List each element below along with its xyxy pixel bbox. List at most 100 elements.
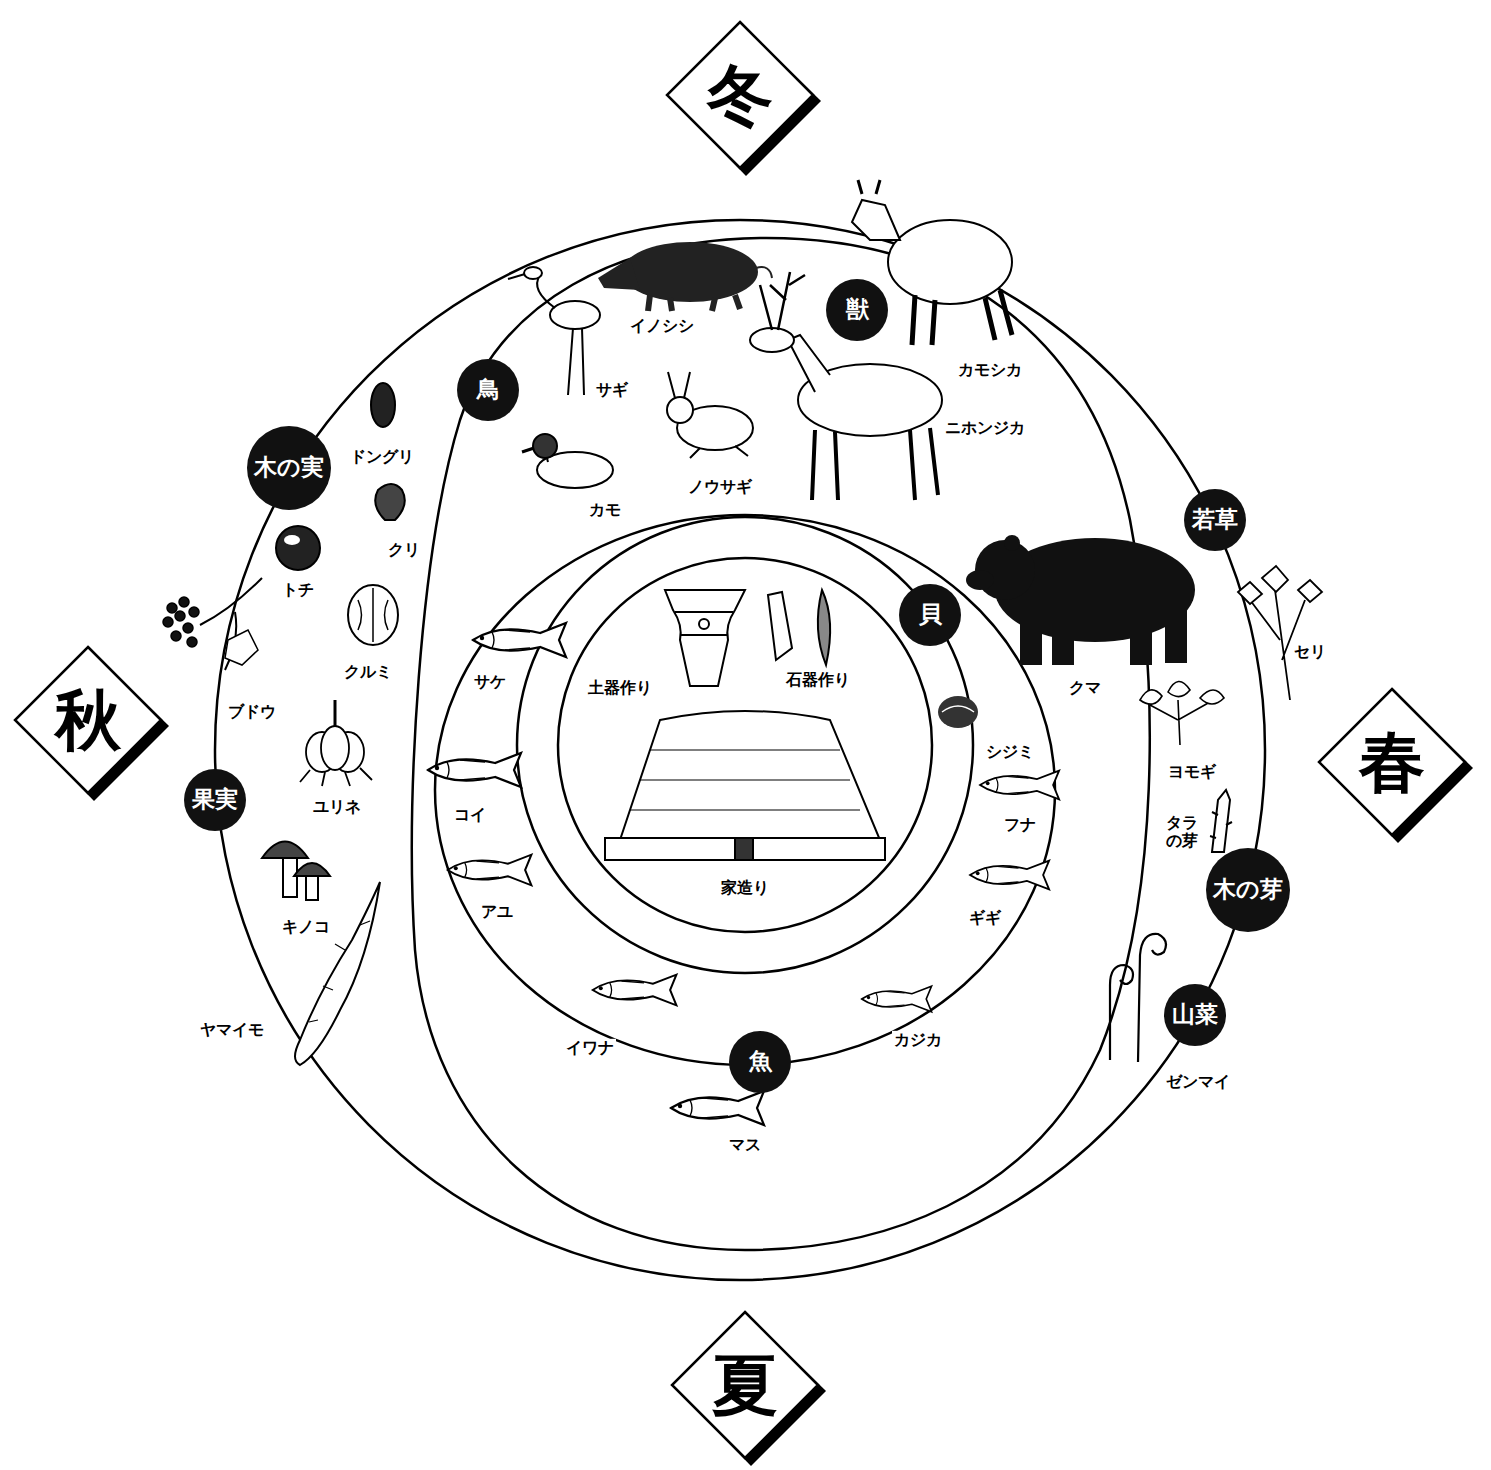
fish-figure: [980, 771, 1059, 800]
item-label: ノウサギ: [686, 478, 754, 496]
clam-figure: [942, 706, 974, 712]
grape-figure: [167, 603, 177, 613]
season-diamond: 春: [1317, 687, 1467, 837]
bear-figure: [1130, 612, 1152, 665]
item-label: カモシカ: [956, 361, 1024, 379]
dwelling-figure: [735, 838, 753, 860]
fish-figure: [671, 1091, 764, 1125]
category-label: 木の実: [254, 455, 324, 480]
serow-figure: [858, 180, 880, 194]
category-badge: 木の実: [247, 426, 331, 510]
season-ring: [517, 517, 973, 973]
nut-figure: [284, 535, 300, 545]
bear-figure: [1165, 605, 1187, 663]
nut-figure: [348, 585, 398, 645]
category-badge: 山菜: [1164, 984, 1226, 1046]
item-label: アユ: [479, 903, 515, 921]
item-label: ドングリ: [348, 448, 416, 466]
category-label: 若草: [1192, 507, 1238, 532]
item-label: ヨモギ: [1166, 763, 1218, 781]
item-label: カジカ: [892, 1031, 944, 1049]
bear-figure: [1052, 615, 1074, 665]
grape-figure: [183, 623, 193, 633]
hare-figure: [667, 372, 753, 458]
duck-figure: [533, 434, 557, 458]
grape-figure: [163, 578, 262, 670]
activity-label: 土器作り: [586, 678, 654, 699]
season-ring: [435, 515, 1055, 1065]
mushroom-figure: [262, 842, 330, 901]
lily-bulb-figure: [334, 700, 337, 728]
aralia-sprout-figure: [1210, 812, 1232, 838]
fish-figure: [428, 753, 521, 787]
diamond-outline: [672, 1312, 818, 1458]
category-badge: 若草: [1184, 489, 1246, 551]
parsley-figure: [1298, 580, 1322, 602]
boar-figure: [648, 295, 740, 311]
aralia-sprout-figure: [1212, 790, 1230, 852]
grape-figure: [179, 597, 189, 607]
heron-figure: [524, 267, 542, 279]
stone-tool-figure: [768, 592, 792, 660]
diamond-outline: [667, 22, 813, 168]
boar-figure: [598, 258, 640, 290]
boar-figure: [756, 267, 772, 278]
heron-figure: [508, 274, 584, 395]
category-label: 魚: [749, 1049, 772, 1074]
grape-figure: [187, 637, 197, 647]
item-label: カモ: [587, 501, 623, 519]
dwelling-figure: [620, 711, 880, 840]
parsley-figure: [1238, 582, 1262, 604]
grape-figure: [189, 607, 199, 617]
item-label: サケ: [472, 673, 508, 691]
serow-figure: [888, 220, 1012, 304]
season-label: 春: [1359, 729, 1425, 795]
item-label: ヤマイモ: [198, 1021, 266, 1039]
fern-figure: [1138, 934, 1166, 1062]
fish-figure: [593, 975, 677, 1006]
category-badge: 木の芽: [1206, 848, 1290, 932]
clam-figure: [938, 696, 978, 728]
grape-figure: [200, 578, 262, 670]
item-label: クリ: [386, 541, 422, 559]
category-badge: 獣: [826, 279, 888, 341]
lily-bulb-figure: [300, 700, 372, 786]
fern-figure: [1110, 965, 1133, 1060]
yam-figure: [295, 882, 380, 1065]
fish-figure: [473, 623, 566, 657]
season-ring: [215, 220, 1265, 1280]
pottery-figure: [665, 590, 745, 686]
lily-bulb-figure: [321, 726, 349, 770]
dwelling-figure: [605, 711, 885, 860]
item-label: クルミ: [342, 663, 394, 681]
season-ring: [215, 220, 1265, 1280]
item-label: イワナ: [564, 1039, 616, 1057]
heron-figure: [537, 275, 555, 308]
item-label: ブドウ: [226, 703, 278, 721]
category-label: 貝: [919, 602, 942, 627]
nut-figure: [371, 383, 395, 427]
item-label: ユリネ: [311, 798, 363, 816]
item-label: ニホンジカ: [943, 419, 1027, 437]
fish-figure: [428, 623, 1059, 1125]
grape-figure: [175, 611, 185, 621]
bear-figure: [966, 535, 1195, 665]
activity-label: 家造り: [719, 878, 771, 899]
nut-figure: [276, 526, 320, 570]
fish-figure: [862, 986, 932, 1012]
item-label: コイ: [452, 806, 488, 824]
nut-figure: [375, 484, 405, 520]
lily-bulb-figure: [300, 768, 372, 786]
hare-figure: [668, 372, 748, 458]
pottery-figure: [665, 590, 745, 686]
hare-figure: [667, 397, 693, 423]
deer-figure: [788, 335, 830, 392]
pottery-figure: [699, 619, 709, 629]
mugwort-figure: [1140, 690, 1162, 704]
dwelling-figure: [630, 750, 860, 810]
fish-figure: [448, 855, 532, 886]
serow-figure: [912, 290, 1012, 345]
item-label: サギ: [594, 381, 630, 399]
season-label: 秋: [55, 687, 121, 753]
